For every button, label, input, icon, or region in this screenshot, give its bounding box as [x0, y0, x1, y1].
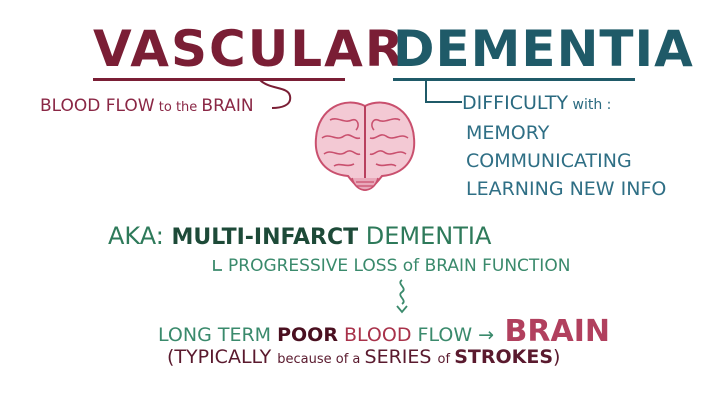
symptom-memory: MEMORY — [466, 122, 550, 144]
cause-line: LONG TERM POOR BLOOD FLOW → BRAIN — [158, 314, 610, 349]
vascular-connector — [259, 79, 292, 109]
subtitle-blood-flow: BLOOD FLOW — [40, 96, 155, 116]
definition-bracket — [213, 260, 222, 271]
aka-definition: PROGRESSIVE LOSS of BRAIN FUNCTION — [228, 256, 571, 276]
aka-line: AKA: MULTI-INFARCT DEMENTIA — [108, 222, 492, 250]
vascular-subtitle: BLOOD FLOW to the BRAIN — [40, 96, 254, 116]
brain-icon — [314, 101, 416, 192]
symptom-communicating: COMMUNICATING — [466, 150, 632, 172]
aka-term: MULTI-INFARCT — [171, 225, 359, 250]
squiggle-arrow-icon — [396, 279, 408, 314]
reason-line: (TYPICALLY because of a SERIES of STROKE… — [167, 346, 561, 368]
dementia-bracket — [425, 80, 462, 103]
dementia-subtitle: DIFFICULTY with : — [462, 92, 612, 114]
title-vascular: VASCULAR — [93, 20, 406, 78]
right-arrow-icon: → — [478, 324, 495, 346]
symptom-learning: LEARNING NEW INFO — [466, 178, 667, 200]
title-dementia: DEMENTIA — [393, 20, 694, 78]
dementia-underline — [393, 78, 635, 81]
vascular-underline — [93, 78, 345, 81]
